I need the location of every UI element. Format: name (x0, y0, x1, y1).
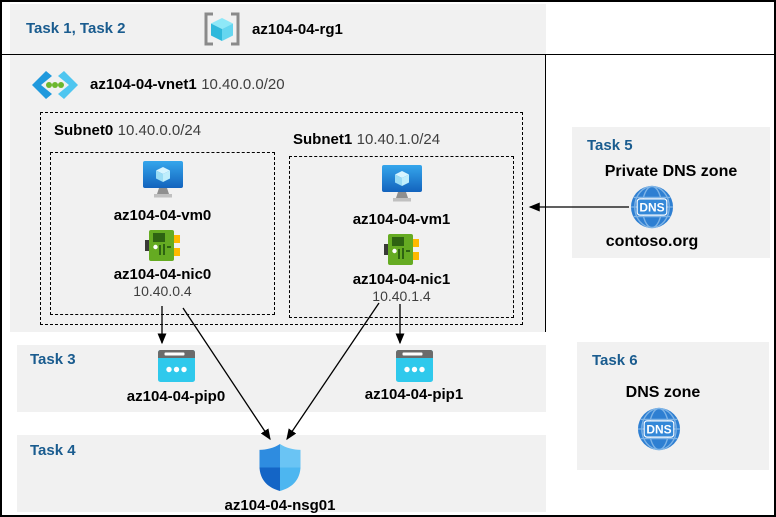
subnet0-cidr: 10.40.0.0/24 (117, 122, 202, 139)
resource-group-icon (204, 12, 240, 46)
subnet1-name: Subnet1 (293, 131, 353, 148)
subnet0-box: az104-04-vm0 az104-04-nic0 10.40.0.4 (50, 152, 275, 315)
nsg-name: az104-04-nsg01 (224, 497, 336, 514)
nsg-shield-icon (259, 444, 301, 491)
subnet1-box: az104-04-vm1 az104-04-nic1 10.40.1.4 (289, 156, 514, 318)
subnets-container (40, 112, 523, 325)
dns-icon: DNS (630, 185, 674, 229)
nic0-ip: 10.40.0.4 (133, 283, 192, 299)
pip1-name: az104-04-pip1 (364, 386, 464, 403)
nsg-group: az104-04-nsg01 (206, 444, 354, 514)
vm0-name: az104-04-vm0 (113, 207, 212, 224)
pip1-group: az104-04-pip1 (340, 350, 488, 403)
task3-bar: Task 3 az104-04-pip0 az104-04-pip1 (17, 345, 546, 412)
task4-bar: Task 4 az104-04-nsg01 (17, 435, 546, 514)
task5-label: Task 5 (587, 137, 633, 154)
subnet0-name: Subnet0 (54, 122, 114, 139)
vnet-name: az104-04-vnet1 (90, 76, 197, 93)
nic-icon (383, 234, 419, 265)
vm-icon (381, 165, 422, 202)
dns-zone-title: DNS zone (625, 384, 701, 401)
public-ip-icon (157, 350, 195, 382)
vnet-title: az104-04-vnet1 10.40.0.0/20 (90, 76, 285, 94)
dns-icon-text: DNS (639, 200, 664, 214)
dns-icon: DNS (637, 407, 681, 451)
resource-group-name: az104-04-rg1 (252, 21, 343, 38)
vnet-cidr: 10.40.0.0/20 (201, 76, 285, 93)
pip0-name: az104-04-pip0 (126, 388, 226, 405)
nic-icon (144, 230, 180, 261)
task6-label: Task 6 (592, 352, 638, 369)
vm-icon (142, 161, 183, 198)
task3-label: Task 3 (30, 351, 76, 368)
nic0-label: az104-04-nic0 (113, 266, 212, 283)
nic1-label: az104-04-nic1 (352, 271, 451, 288)
pip0-group: az104-04-pip0 (102, 350, 250, 405)
virtual-network-icon (32, 71, 78, 99)
vm1-name: az104-04-vm1 (352, 211, 451, 228)
subnet0-label: Subnet0 10.40.0.0/24 (54, 122, 201, 140)
task4-label: Task 4 (30, 442, 76, 459)
subnet1-cidr: 10.40.1.0/24 (356, 131, 441, 148)
resource-group-banner: Task 1, Task 2 az104-04-rg1 (10, 4, 546, 54)
private-dns-zone-title: Private DNS zone (604, 163, 738, 180)
task5-box: Task 5 Private DNS zone DNS contoso.org (572, 127, 770, 258)
vnet-panel: az104-04-vnet1 10.40.0.0/20 (10, 55, 546, 332)
task1-2-label: Task 1, Task 2 (26, 20, 126, 37)
public-ip-icon (395, 350, 433, 382)
subnet1-label: Subnet1 10.40.1.0/24 (293, 131, 440, 149)
banner-divider (2, 54, 774, 55)
private-dns-zone-name: contoso.org (605, 233, 699, 250)
nic1-ip: 10.40.1.4 (372, 288, 431, 304)
task6-box: Task 6 DNS zone DNS (577, 342, 769, 470)
dns-icon-text: DNS (646, 422, 671, 436)
